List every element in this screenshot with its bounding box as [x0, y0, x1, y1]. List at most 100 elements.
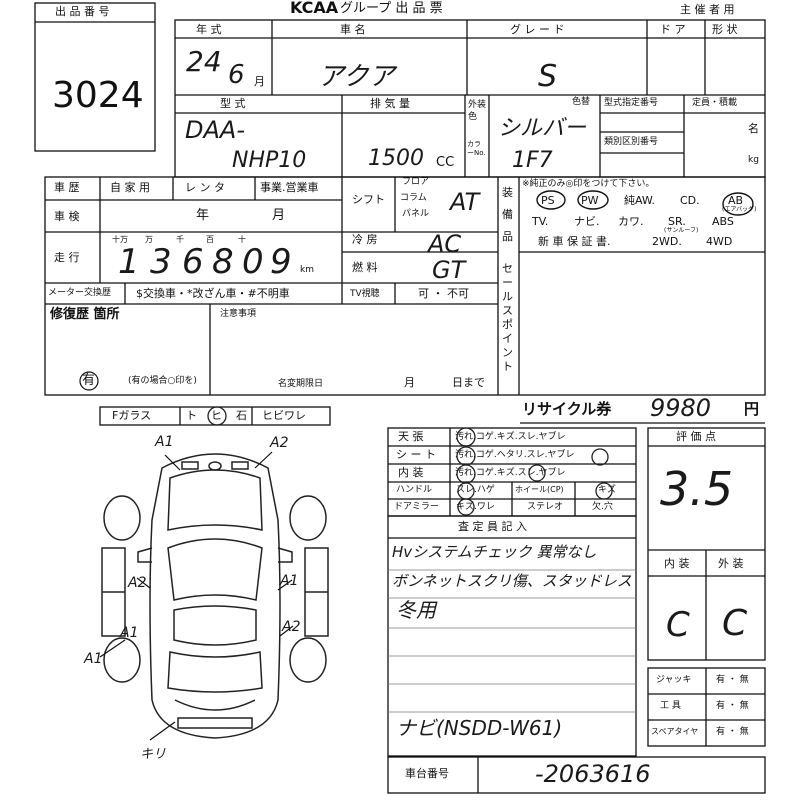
shift-label: シフト [352, 193, 385, 206]
color-value: シルバー [498, 116, 587, 141]
spare-tire-options: 有 ・ 無 [716, 727, 749, 737]
interior-check-marks [207, 406, 613, 516]
shift-column: コラム [400, 193, 427, 203]
lot-number-label: 出 品 番 号 [55, 5, 110, 18]
mirror-options: キズ.ワレ [456, 502, 495, 512]
inspector-line-3: 冬用 [396, 598, 436, 622]
inspection-year-unit: 年 [196, 208, 210, 223]
year-label: 年 式 [196, 23, 222, 36]
new-car-warranty: 新 車 保 証 書. [538, 235, 611, 248]
history-rental: レ ン タ [185, 181, 225, 194]
fuel-value: GT [432, 256, 466, 284]
lot-number: 3024 [52, 75, 144, 116]
history-label: 車 歴 [54, 181, 80, 194]
windshield-stone: 石 [236, 409, 247, 422]
seat-options: 汚れ.コゲ.ヘタリ.スレ.ヤブレ [455, 450, 575, 460]
chassis-label: 車台番号 [405, 767, 449, 780]
exterior-score: C [722, 603, 748, 644]
jack-options: 有 ・ 無 [716, 675, 749, 685]
ceiling-options: 汚れ.コゲ.キズ.スレ.ヤブレ [455, 432, 566, 442]
damage-mark-left-rear: A1 [120, 625, 139, 641]
damage-mark-right-door: A1 [280, 573, 299, 589]
inspection-label: 車 検 [54, 210, 80, 223]
navigation-note: ナビ(NSDD-W61) [396, 716, 563, 740]
car-name-value: アクア [318, 62, 395, 92]
color-label: 外装色 [468, 100, 487, 122]
mileage-digit-3: 6 [182, 242, 204, 282]
handle-options: スレ.ハゲ [456, 485, 495, 495]
model-prefix: DAA- [185, 116, 245, 144]
windshield-t: ト [186, 409, 197, 422]
chassis-number: -2063616 [535, 760, 651, 788]
class-number-label: 類別区別番号 [604, 137, 659, 147]
tv-options: 可 ・ 不可 [418, 287, 469, 300]
inspector-line-1: Hvシステムチェック 異常なし [392, 543, 597, 561]
equipment-note: ※純正のみ◎印をつけて下さい。 [522, 179, 655, 189]
mileage-digit-6: 9 [270, 242, 292, 282]
windshield-label: Fガラス [112, 409, 152, 422]
model-value: NHP10 [232, 148, 307, 173]
deadline-label: 名変期限日 [278, 379, 324, 389]
digit-label-1k: 千 [176, 235, 184, 244]
stereo-label: ステレオ [527, 502, 564, 512]
form-title: グループ 出 品 票 [340, 1, 443, 16]
damage-mark-left-fender: A1 [84, 651, 103, 667]
year-value: 24 [186, 45, 222, 78]
repaint-label: 色替 [572, 97, 591, 107]
km-unit: km [300, 265, 314, 275]
equipment-2wd: 2WD. [652, 235, 682, 248]
deadline-day: 日まで [452, 376, 485, 389]
interior-options: 汚れ.コゲ.キズ.スレ.ヤブレ [455, 468, 566, 478]
mileage-digit-4: 8 [212, 242, 234, 282]
shift-panel: パネル [402, 209, 430, 219]
wheel-options: キズ [598, 485, 617, 495]
inspector-label: 査 定 員 記 入 [458, 520, 527, 533]
equipment-pw: PW [581, 194, 599, 207]
damage-mark-front-right: A2 [270, 435, 289, 451]
damage-mark-rear: キリ [140, 747, 167, 762]
equipment-label: 装備品 [502, 186, 513, 243]
interior-label: 内 装 [398, 466, 424, 479]
damage-mark-left-door: A2 [128, 575, 147, 591]
car-diagram [101, 453, 329, 739]
jack-label: ジャッキ [656, 675, 692, 685]
inspection-month-unit: 月 [272, 208, 286, 223]
equipment-4wd: 4WD [706, 235, 733, 248]
seat-label: シ ー ト [396, 448, 436, 461]
engine-unit: CC [436, 155, 455, 170]
repair-note: (有の場合○印を) [128, 376, 197, 386]
persons-unit: 名 [748, 122, 759, 135]
windshield-hi: ヒ [211, 409, 222, 422]
repair-label: 修復歴 箇所 [50, 307, 120, 322]
digit-label-10k: 万 [145, 235, 153, 244]
digit-label-100: 百 [206, 235, 214, 244]
history-business: 事業.営業車 [260, 181, 319, 194]
sunroof-note: (サンルーフ) [664, 227, 699, 234]
airbag-note: (エアバッグ) [722, 206, 757, 213]
mileage-digit-2: 3 [150, 242, 172, 282]
engine-value: 1500 [368, 146, 424, 171]
equipment-ab: AB [728, 194, 744, 207]
exterior-score-label: 外 装 [718, 557, 744, 570]
repair-value: 有 [82, 373, 96, 388]
fuel-label: 燃 料 [352, 261, 378, 274]
mileage-label: 走 行 [54, 251, 80, 264]
brand-logo: KCAA [290, 0, 339, 17]
deadline-month: 月 [404, 376, 415, 389]
kg-unit: kg [748, 155, 759, 165]
interior-score-label: 内 装 [664, 557, 690, 570]
damage-mark-right-rear-door: A2 [282, 619, 301, 635]
equipment-circles [536, 190, 754, 216]
score-label: 評 価 点 [676, 430, 716, 443]
windshield-crack: ヒビワレ [262, 409, 306, 422]
color-code-value: 1F7 [512, 148, 553, 173]
equipment-leather: カワ. [618, 215, 644, 228]
engine-label: 排 気 量 [370, 97, 410, 110]
tools-options: 有 ・ 無 [716, 701, 749, 711]
equipment-sr: SR. [668, 215, 686, 228]
overall-score: 3.5 [660, 462, 734, 516]
meter-options: $交換車・*改ざん車・#不明車 [136, 287, 290, 300]
caution-label: 注意事項 [220, 309, 257, 319]
door-label: ド ア [660, 23, 686, 36]
color-code-label: カラーNo. [467, 140, 486, 157]
